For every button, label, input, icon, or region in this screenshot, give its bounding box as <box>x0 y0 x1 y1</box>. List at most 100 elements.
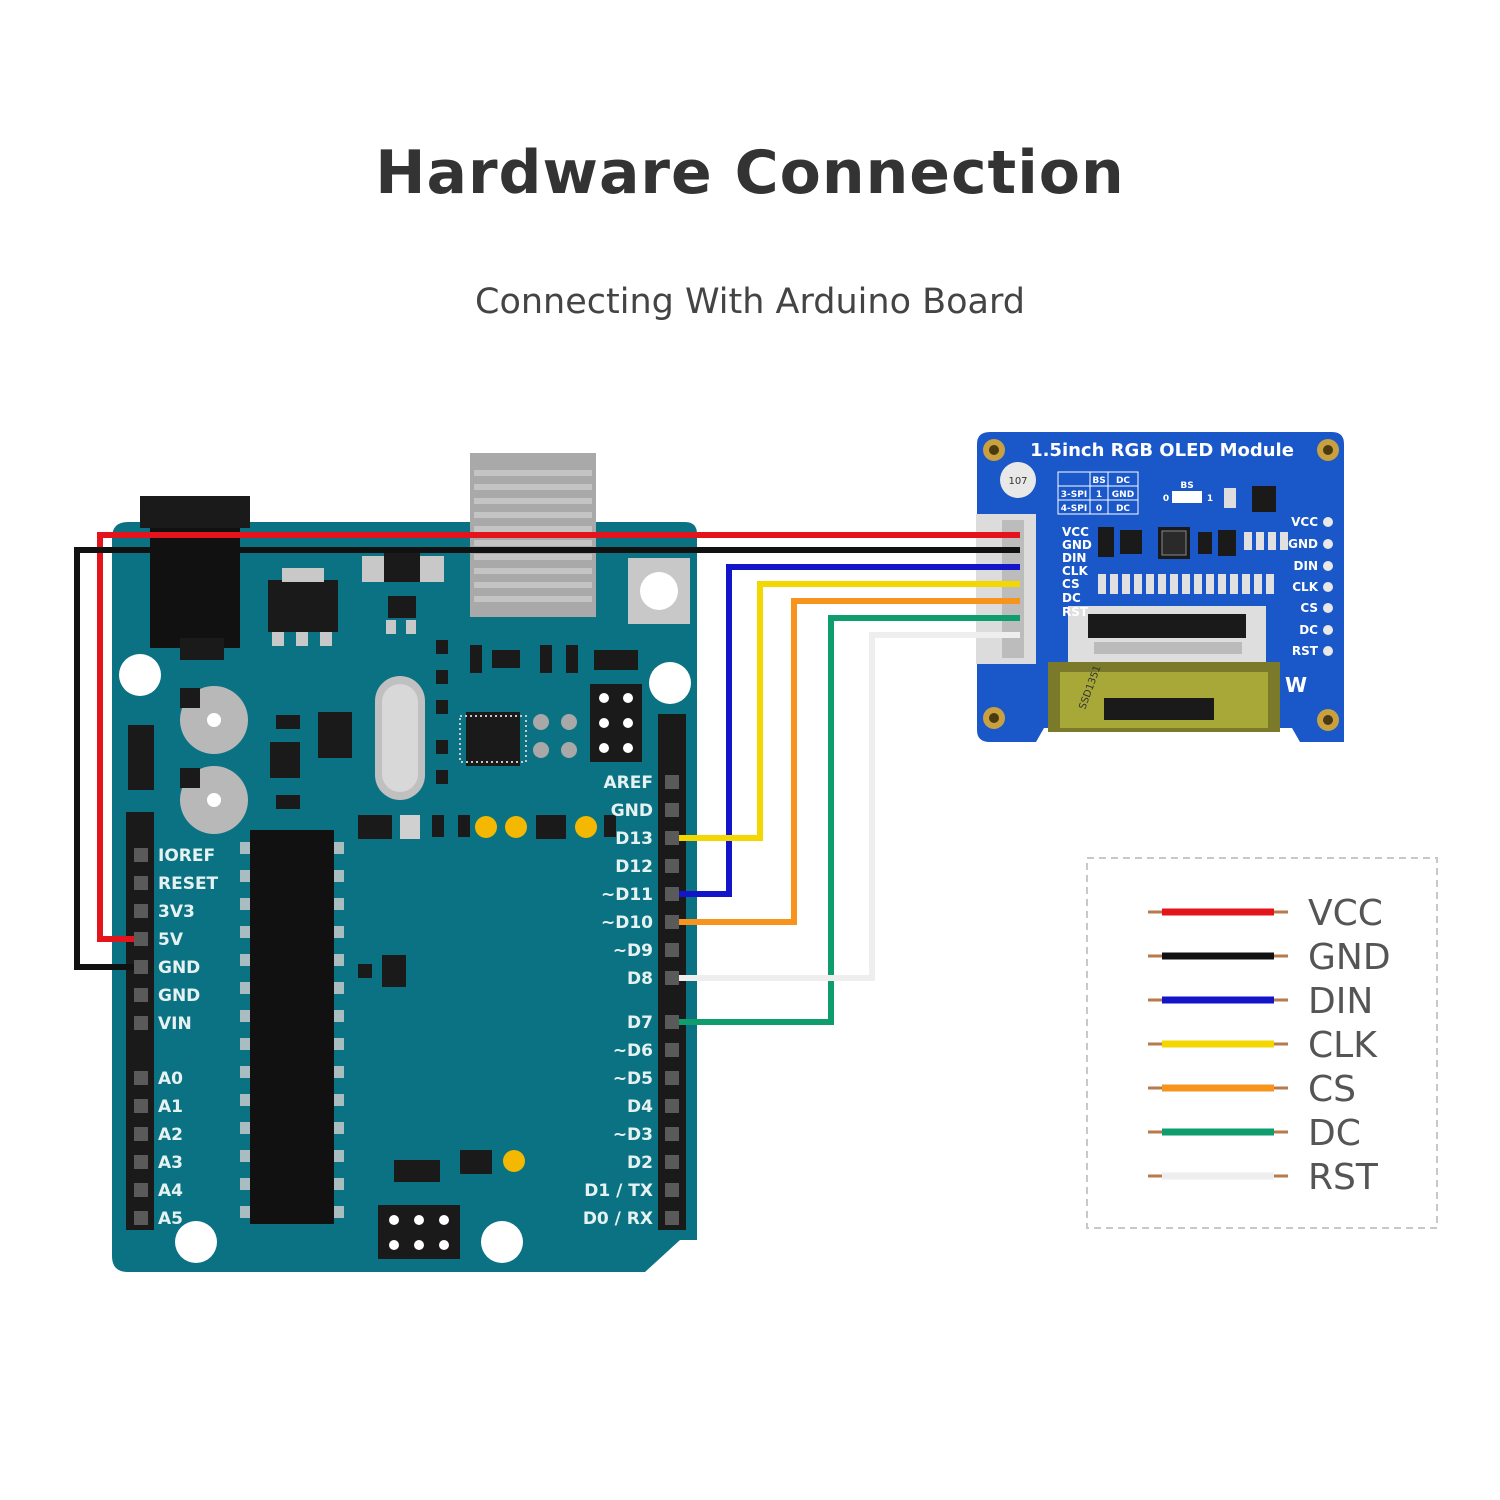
mounting-hole <box>481 1221 523 1263</box>
header-pin <box>134 904 148 918</box>
header-pad <box>1323 625 1333 635</box>
arduino-pin-label: D8 <box>627 969 653 989</box>
module-connector-pin-label: DIN <box>1062 551 1086 565</box>
arduino-pin-label: ~D6 <box>613 1041 653 1061</box>
header-pin <box>665 1127 679 1141</box>
led <box>505 816 527 838</box>
arduino-pin-label: IOREF <box>158 846 215 866</box>
legend-label: DC <box>1308 1113 1361 1154</box>
header-pin <box>134 876 148 890</box>
arduino-pin-label: ~D9 <box>613 941 653 961</box>
page-title: Hardware Connection <box>375 138 1125 208</box>
arduino-pin-label: ~D3 <box>613 1125 653 1145</box>
config-cell-text: 0 <box>1096 504 1102 514</box>
mounting-hole <box>119 654 161 696</box>
usb-interface-chip <box>466 712 520 766</box>
mounting-hole <box>175 1221 217 1263</box>
switch-left-label: 0 <box>1163 494 1169 504</box>
module-title: 1.5inch RGB OLED Module <box>1030 440 1294 461</box>
legend-label: VCC <box>1308 893 1383 934</box>
module-connector-pin-label: DC <box>1062 591 1081 605</box>
led <box>475 816 497 838</box>
arduino-pin-label: A0 <box>158 1069 183 1089</box>
header-pin <box>665 831 679 845</box>
led <box>503 1150 525 1172</box>
header-pad <box>1323 582 1333 592</box>
arduino-pin-label: D12 <box>615 857 653 877</box>
header-pin <box>134 1099 148 1113</box>
arduino-pin-label: VIN <box>158 1014 192 1034</box>
arduino-pin-label: ~D10 <box>601 913 653 933</box>
wire-vcc <box>97 532 1020 942</box>
module-connector-pin-label: CS <box>1062 577 1080 591</box>
power-jack <box>140 496 250 528</box>
arduino-pin-label: ~D11 <box>601 885 653 905</box>
arduino-pin-label: D13 <box>615 829 653 849</box>
header-pin <box>665 1099 679 1113</box>
wire-din <box>679 564 1020 897</box>
wire-dc <box>679 615 1020 1025</box>
header-pin <box>134 960 148 974</box>
arduino-pin-label: D1 / TX <box>584 1181 653 1201</box>
config-cell-text: 4-SPI <box>1061 504 1087 514</box>
arduino-pin-label: A4 <box>158 1181 183 1201</box>
header-pin <box>134 1183 148 1197</box>
module-header-pin-label: VCC <box>1291 515 1318 529</box>
header-pin <box>665 803 679 817</box>
arduino-pin-label: A5 <box>158 1209 183 1229</box>
arduino-pin-label: GND <box>158 958 200 978</box>
header-pin <box>665 887 679 901</box>
header-pad <box>1323 603 1333 613</box>
arduino-pin-label: 5V <box>158 930 184 950</box>
arduino-pin-label: A1 <box>158 1097 183 1117</box>
arduino-pin-label: RESET <box>158 874 219 894</box>
header-pin <box>665 775 679 789</box>
arduino-pin-label: D4 <box>627 1097 653 1117</box>
module-connector-pin-label: VCC <box>1062 525 1089 539</box>
switch-right-label: 1 <box>1207 494 1213 504</box>
arduino-pin-label: D7 <box>627 1013 653 1033</box>
arduino-pin-label: A2 <box>158 1125 183 1145</box>
config-cell-text: DC <box>1116 504 1130 514</box>
header-pin <box>665 943 679 957</box>
arduino-pin-label: D0 / RX <box>583 1209 653 1229</box>
legend-label: CS <box>1308 1069 1356 1110</box>
header-pad <box>1323 646 1333 656</box>
right-pin-labels: AREFGNDD13D12~D11~D10~D9D8D7~D6~D5D4~D3D… <box>583 773 679 1229</box>
config-cell <box>1107 499 1139 515</box>
header-pin <box>665 915 679 929</box>
header-pin <box>665 1071 679 1085</box>
header-pad <box>1323 517 1333 527</box>
arduino-pin-label: ~D5 <box>613 1069 653 1089</box>
header-pin <box>134 1127 148 1141</box>
module-capacitor <box>1000 462 1036 498</box>
header-pin <box>134 848 148 862</box>
arduino-pin-label: GND <box>611 801 653 821</box>
header-pad <box>1323 539 1333 549</box>
module-header-pin-label: RST <box>1292 644 1319 658</box>
wire-rst <box>679 632 1020 981</box>
legend-label: RST <box>1308 1157 1379 1198</box>
icsp-header-bottom <box>378 1205 460 1259</box>
header-pin <box>665 1211 679 1225</box>
header-pin <box>134 1155 148 1169</box>
module-header-pin-label: DC <box>1299 623 1318 637</box>
module-header-pin-label: DIN <box>1294 559 1318 573</box>
page-subtitle: Connecting With Arduino Board <box>475 282 1025 322</box>
module-connector-pin-label: CLK <box>1062 564 1088 578</box>
module-connector-pin-label: RST <box>1062 605 1089 619</box>
arduino-pin-label: D2 <box>627 1153 653 1173</box>
legend-label: DIN <box>1308 981 1373 1022</box>
atmega-chip <box>250 830 334 1224</box>
wire-cs <box>679 598 1020 925</box>
legend-label: GND <box>1308 937 1391 978</box>
module-header-pin-label: CS <box>1300 601 1318 615</box>
arduino-pin-label: 3V3 <box>158 902 195 922</box>
legend-label: CLK <box>1308 1025 1378 1066</box>
header-pin <box>134 1071 148 1085</box>
icsp-header <box>590 684 642 762</box>
